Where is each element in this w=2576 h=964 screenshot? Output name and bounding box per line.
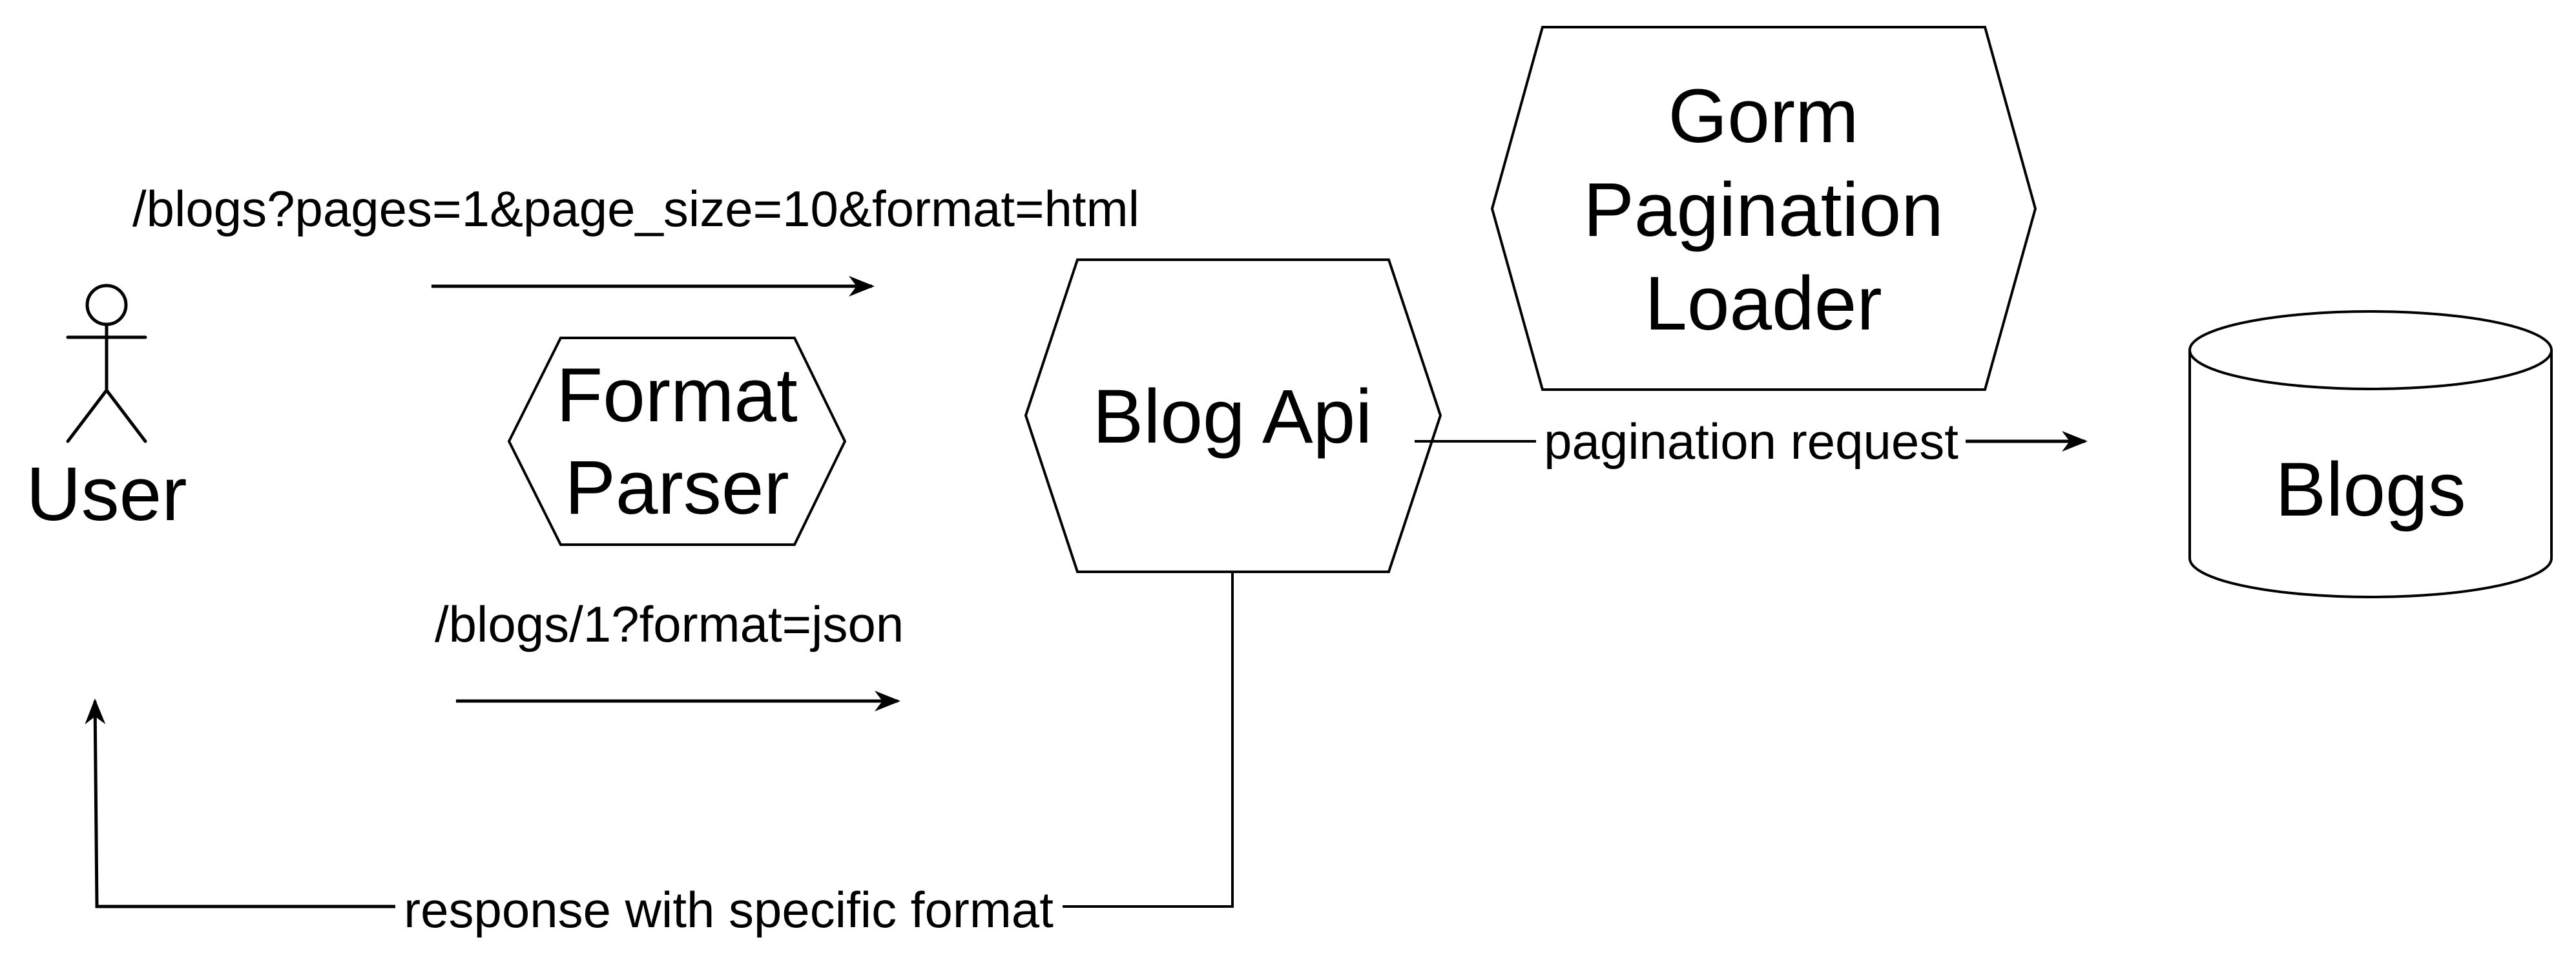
pagination-request-label: pagination request [1544,413,1958,470]
user-actor [66,284,147,443]
response-line-right [1063,572,1234,908]
user-left-leg [66,388,109,443]
format-parser-hexagon [507,337,847,546]
blog-api-hexagon [1024,258,1442,573]
gorm-pagination-loader-hexagon [1490,26,2037,391]
gorm-loader-label-line2: Pagination [1583,167,1944,253]
blog-api-label: Blog Api [1093,374,1373,459]
gorm-loader-label-line1: Gorm [1668,74,1859,159]
format-parser-label-line1: Format [556,353,798,438]
response-arrow [85,698,395,908]
user-right-leg [105,388,147,443]
blogs-database-body [2188,350,2553,598]
gorm-loader-label-line3: Loader [1645,261,1882,346]
blogs-database-top [2188,310,2553,390]
user-label: User [26,452,187,537]
list-request-label: /blogs?pages=1&page_size=10&format=html [132,180,1139,237]
user-head [85,284,128,326]
blogs-database [2188,310,2553,598]
format-parser-label-line2: Parser [565,445,789,530]
blogs-database-label: Blogs [2275,447,2466,532]
response-label: response with specific format [404,881,1054,938]
single-request-label: /blogs/1?format=json [435,596,904,653]
